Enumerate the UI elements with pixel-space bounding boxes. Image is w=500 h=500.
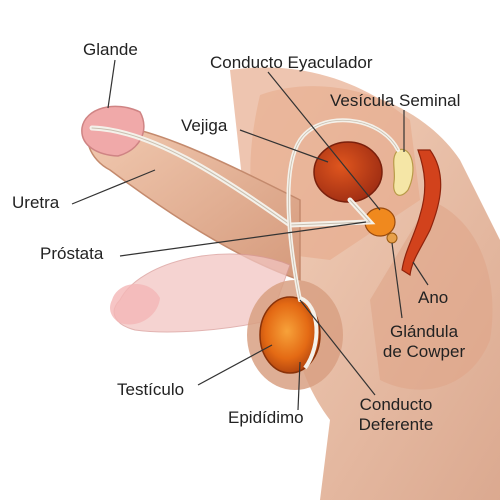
buttock-shape [370, 200, 493, 390]
label-conducto-deferente-line1: Conducto [359, 395, 433, 414]
leader-glande [107, 59, 116, 109]
leader-epididimo [297, 361, 301, 411]
label-glandula-de-cowper: Glándula de Cowper [374, 322, 474, 362]
epididymis [299, 296, 319, 370]
label-testiculo: Testículo [117, 380, 185, 399]
label-conducto-deferente: Conducto Deferente [348, 395, 444, 435]
label-vesicula-seminal: Vesícula Seminal [330, 91, 461, 110]
leader-lines [71, 59, 429, 411]
leader-prostata [119, 221, 367, 257]
cowper-gland [386, 232, 398, 244]
leader-uretra [71, 169, 156, 205]
rectum [401, 149, 442, 277]
testis [259, 296, 321, 374]
label-ano: Ano [418, 288, 449, 307]
label-glande: Glande [83, 40, 138, 59]
leader-glandula [391, 242, 403, 319]
label-glandula-line1: Glándula [389, 322, 459, 341]
leader-conducto-deferente [299, 299, 376, 396]
label-vejiga: Vejiga [181, 116, 228, 135]
label-epididimo: Epidídimo [228, 408, 304, 427]
label-uretra: Uretra [12, 193, 60, 212]
label-prostata: Próstata [40, 244, 104, 263]
bladder [313, 141, 383, 203]
label-conducto-eyaculador: Conducto Eyaculador [210, 53, 373, 72]
leader-testiculo [197, 344, 273, 386]
leader-ano [412, 261, 429, 286]
flaccid-glans [110, 283, 160, 325]
leader-conducto-eyaculador [267, 71, 381, 211]
label-conducto-deferente-line2: Deferente [358, 415, 434, 434]
seminal-vesicle [393, 148, 414, 196]
label-glandula-line2: de Cowper [382, 342, 466, 361]
leader-vejiga [239, 129, 329, 163]
